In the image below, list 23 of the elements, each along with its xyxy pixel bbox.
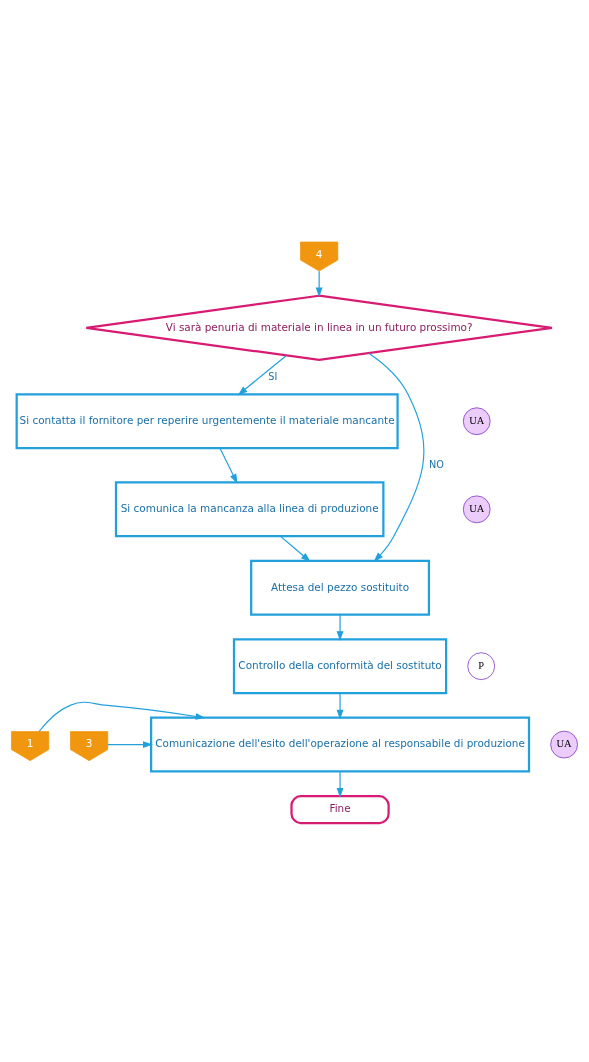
node-circle: UA [462,407,491,436]
arrow [368,352,425,562]
arrow [219,447,238,484]
node-circle: UA [462,495,491,524]
node-box: Controllo della conformità del sostituto [232,638,448,695]
arrow [107,741,153,749]
node-diamond: Vi sarà penuria di materiale in linea in un futuro prossimo? [85,294,554,362]
arrow [38,701,206,733]
edge-label: SI [268,370,278,382]
arrow [237,355,287,396]
node-box: Fine [290,795,390,825]
node-box: Comunicazione dell'esito dell'operazione al responsabile di produzione [150,716,531,773]
node-box: Attesa del pezzo sostituito [250,559,431,616]
node-circle: P [467,652,496,680]
node-circle: UA [550,730,578,759]
node-box: Si contatta il fornitore per reperire urgentemente il materiale mancante [15,393,399,450]
arrow [336,692,344,720]
node-box: Si comunica la mancanza alla linea di produzione [114,481,385,538]
edge-label: NO [429,458,444,470]
arrow [336,614,344,642]
arrow [315,270,323,298]
arrow [279,535,311,563]
arrow [336,770,344,798]
